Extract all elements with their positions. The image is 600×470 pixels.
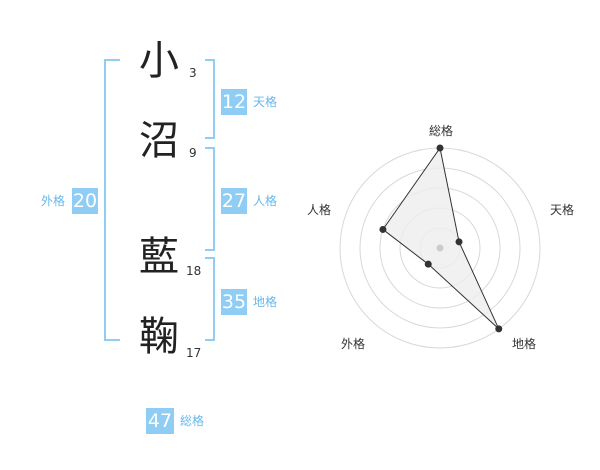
jinkaku-label: 人格: [253, 194, 278, 208]
char-1: 小: [139, 38, 179, 84]
chikaku-badge: 35: [221, 289, 247, 315]
chikaku-label: 地格: [253, 295, 278, 309]
radar-point-1: [436, 144, 444, 152]
stroke-count-1: 3: [189, 66, 197, 80]
stroke-count-4: 17: [186, 346, 202, 360]
char-3: 藍: [139, 234, 179, 280]
radar-label-jinkaku: 人格: [306, 203, 331, 217]
char-2: 沼: [139, 118, 179, 164]
char-4: 鞠: [139, 314, 179, 360]
jinkaku-badge: 27: [221, 188, 247, 214]
stroke-count-2: 9: [189, 146, 197, 160]
radar-point-4: [424, 260, 432, 268]
radar-series-polygon: [382, 146, 500, 330]
tenkaku-label: 天格: [253, 95, 278, 109]
soukaku-label: 総格: [180, 414, 205, 428]
tenkaku-badge: 12: [221, 89, 247, 115]
soukaku-badge: 47: [146, 408, 174, 434]
radar-center-dot: [436, 244, 444, 252]
gaikaku-badge: 20: [72, 188, 98, 214]
radar-point-5: [379, 225, 387, 233]
radar-point-3: [495, 325, 503, 333]
radar-label-gaikaku: 外格: [340, 337, 365, 351]
radar-label-tenkaku: 天格: [549, 203, 574, 217]
radar-label-chikaku: 地格: [511, 337, 536, 351]
radar-point-2: [455, 238, 463, 246]
gaikaku-label: 外格: [41, 194, 66, 208]
radar-label-soukaku: 総格: [428, 124, 453, 138]
stroke-count-3: 18: [186, 264, 202, 278]
